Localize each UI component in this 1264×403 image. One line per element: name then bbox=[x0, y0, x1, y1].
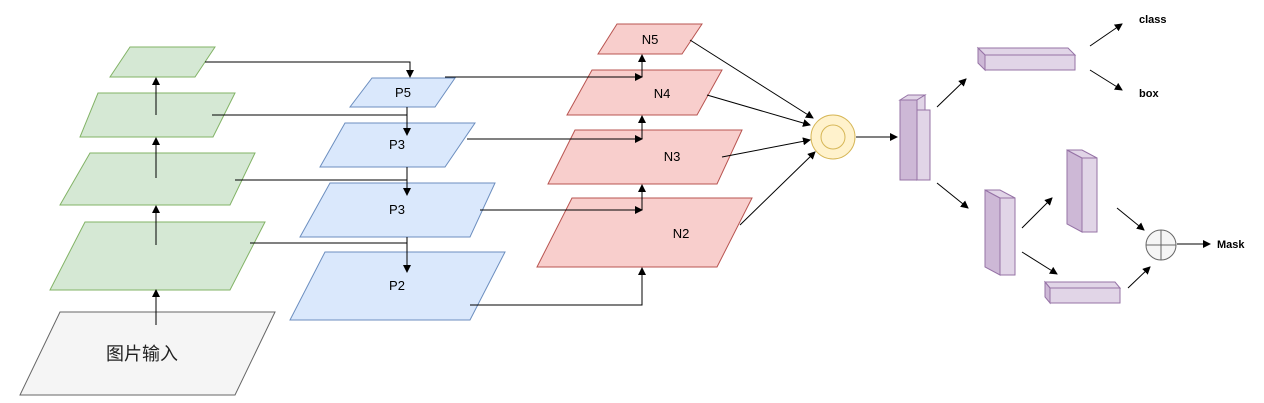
input-label: 图片输入 bbox=[106, 344, 178, 364]
backbone-c3 bbox=[59, 152, 256, 206]
fpn-p2-label: P2 bbox=[389, 278, 405, 293]
pan-n4-label: N4 bbox=[654, 86, 671, 101]
backbone-c4 bbox=[79, 92, 236, 138]
backbone-c5 bbox=[109, 46, 216, 78]
fpn-p4-label: P3 bbox=[389, 137, 405, 152]
fpn-p2 bbox=[289, 251, 506, 321]
arrow-stem-to-lower bbox=[1021, 251, 1058, 275]
mask-branch-lower-block bbox=[1043, 280, 1122, 305]
arrow-lower-to-sum bbox=[1127, 266, 1151, 289]
fpn-p3-label: P3 bbox=[389, 202, 405, 217]
input-image-plane bbox=[19, 311, 276, 396]
lateral-p2-n2 bbox=[470, 267, 646, 306]
arrow-n3-to-fusion bbox=[721, 137, 811, 158]
detection-branch-block bbox=[976, 46, 1077, 72]
pan-n4 bbox=[566, 69, 723, 116]
box-label: box bbox=[1139, 88, 1159, 100]
arrow-feature-to-detection bbox=[936, 78, 967, 108]
pan-n2 bbox=[536, 197, 753, 268]
fpn-p5-label: P5 bbox=[395, 85, 411, 100]
class-label: class bbox=[1139, 14, 1167, 26]
pan-n2-label: N2 bbox=[673, 226, 690, 241]
fused-feature-block bbox=[898, 94, 931, 181]
sum-node bbox=[1145, 229, 1177, 261]
mask-branch-upper-block bbox=[1066, 149, 1098, 233]
pan-n5 bbox=[597, 23, 703, 55]
arrow-feature-to-mask bbox=[936, 182, 969, 209]
pan-n5-label: N5 bbox=[642, 32, 659, 47]
fusion-node-inner bbox=[820, 124, 846, 150]
fpn-p4 bbox=[319, 122, 476, 168]
fpn-p5 bbox=[348, 77, 456, 108]
arrow-stem-to-upper bbox=[1021, 197, 1053, 229]
mask-label: Mask bbox=[1217, 239, 1245, 251]
backbone-c2 bbox=[49, 221, 266, 291]
arrow-detection-to-class bbox=[1089, 23, 1123, 47]
arrow-n4-to-fusion bbox=[706, 94, 811, 127]
arrow-upper-to-sum bbox=[1116, 207, 1145, 231]
mask-stem-block bbox=[984, 189, 1016, 276]
pan-n3-label: N3 bbox=[664, 149, 681, 164]
arrow-n5-to-fusion bbox=[689, 39, 814, 119]
arrow-n2-to-fusion bbox=[739, 151, 816, 226]
fpn-p3 bbox=[299, 182, 496, 238]
arrow-detection-to-box bbox=[1089, 69, 1123, 91]
lateral-c5-p5 bbox=[205, 61, 414, 78]
pan-n3 bbox=[547, 129, 743, 185]
